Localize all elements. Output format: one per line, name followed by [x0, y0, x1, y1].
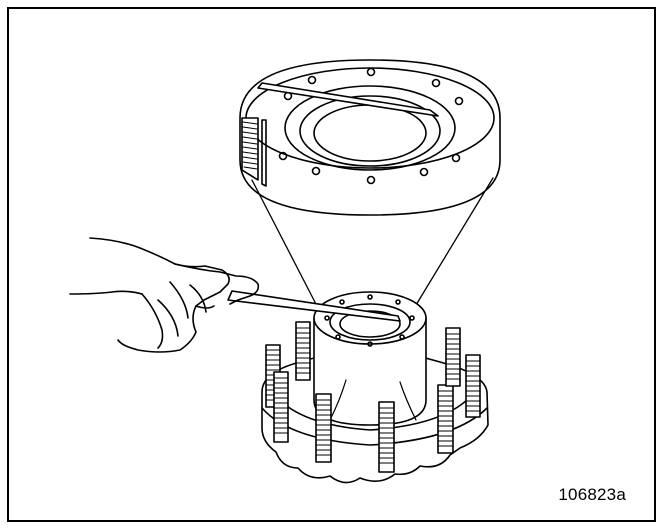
stud: [378, 401, 395, 473]
magnification-cone: [251, 177, 494, 309]
stud: [465, 354, 481, 418]
stud: [273, 371, 289, 443]
figure-id-label: 106823a: [558, 485, 626, 504]
stud: [295, 321, 311, 381]
stud: [315, 393, 332, 463]
wheel-studs: [265, 321, 481, 473]
enlarged-drum-view: [239, 59, 501, 216]
wheel-hub: [261, 291, 489, 484]
stud: [445, 327, 461, 387]
hand-with-tool: [69, 237, 401, 353]
stud: [437, 384, 454, 454]
